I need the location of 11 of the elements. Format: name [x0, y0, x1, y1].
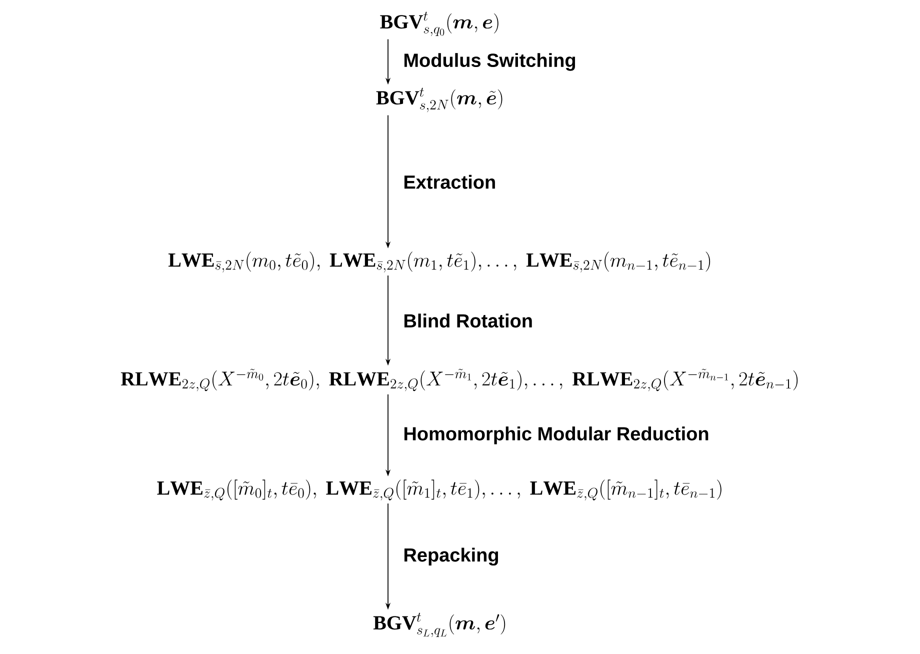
edge-label: Extraction — [404, 174, 495, 189]
formula: $\mathbf{BGV}^{t}_{s,q_0}(\boldsymbol{m},\boldsymbol{e})$ — [380, 12, 498, 36]
edge-label: Repacking — [404, 548, 498, 566]
edge-label: Modulus Switching — [404, 53, 576, 71]
formula: $\mathbf{BGV}^{t}_{s_L,q_L}(\boldsymbol{m},\boldsymbol{e}')$ — [373, 612, 506, 638]
edge-label: Blind Rotation — [404, 314, 532, 328]
formula: $\mathbf{BGV}^{t}_{s,2N}(\boldsymbol{m},\tilde{\boldsymbol{e}})$ — [376, 88, 502, 112]
formula: $\mathbf{LWE}_{\bar{z},Q}([\tilde{m}_0]_t,t\bar{e}_0),\ \mathbf{LWE}_{\bar{z},Q}([\tilde{m}_1]_t,t\bar{e}_1),\ldots,\ \mathbf{LWE}_{\bar{z},Q}([\tilde{m}_{n-1}]_t,t\bar{e}_{n-1})$ — [157, 480, 722, 500]
formula: $\mathbf{LWE}_{\bar{s},2N}(m_0,t\tilde{e}_0),\ \mathbf{LWE}_{\bar{s},2N}(m_1,t\tilde{e}_1),\ldots,\ \mathbf{LWE}_{\bar{s},2N}(m_{n-1},t\tilde{e}_{n-1})$ — [168, 252, 710, 272]
edge-label: Homomorphic Modular Reduction — [404, 426, 708, 444]
formula: $\mathbf{RLWE}_{2z,Q}(X^{-\tilde{m}_0},2t\tilde{\boldsymbol{e}}_0),\ \mathbf{RLWE}_{2z,Q}(X^{-\tilde{m}_1},2t\tilde{\boldsymbol{e}}_1),\ldots,\ \mathbf{RLWE}_{2z,Q}(X^{-\tilde{m}_{n-1}},2t\tilde{\boldsymbol{e}}_{n-1})$ — [120, 368, 798, 392]
